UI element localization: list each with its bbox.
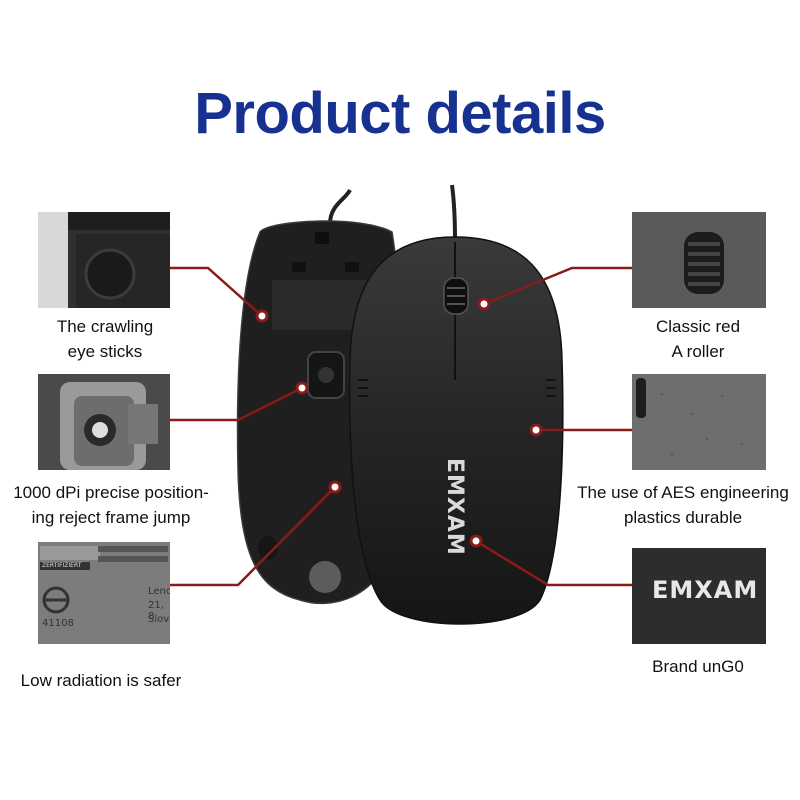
caption-brand: Brand unG0 <box>610 654 786 679</box>
caption-line: 1000 dPi precise position- <box>13 483 209 502</box>
caption-line: The crawling <box>56 317 154 336</box>
certification-label-photo: Leno 21, 8 Slova 41108 ZERTIFIZIERT <box>38 542 170 644</box>
brand-logo-text: EMXAM <box>652 576 759 604</box>
caption-line: eye sticks <box>67 342 143 361</box>
callout-dot-radiation <box>328 480 342 494</box>
caption-line: ing reject frame jump <box>31 508 191 527</box>
caption-classic-roller: Classic red A roller <box>610 314 786 364</box>
caption-aes-plastics: The use of AES engineering plastics dura… <box>566 480 800 530</box>
caption-line: Brand unG0 <box>652 657 744 676</box>
callout-dot-feet <box>255 309 269 323</box>
caption-dpi-precision: 1000 dPi precise position- ing reject fr… <box>0 480 222 530</box>
callout-line-wheel <box>483 266 632 306</box>
page-title: Product details <box>194 81 606 146</box>
caption-line: A roller <box>671 342 725 361</box>
label-text-country: Slova <box>148 614 170 625</box>
callout-line-radiation <box>170 486 336 587</box>
caption-line: Classic red <box>655 317 741 336</box>
label-text-address: 21, 8 <box>148 600 164 622</box>
label-text-leno: Leno <box>148 586 170 597</box>
callout-dot-texture <box>529 423 543 437</box>
feet-closeup-photo <box>38 212 170 308</box>
caption-crawling-eye-sticks: The crawling eye sticks <box>20 314 190 364</box>
mouse-brand-print: EMXAM <box>442 458 467 556</box>
label-text-cert: ZERTIFIZIERT <box>42 562 82 569</box>
callout-dot-brand <box>469 534 483 548</box>
caption-line: Low radiation is safer <box>20 671 182 690</box>
brand-logo-closeup-photo: EMXAM <box>632 548 766 644</box>
callout-line-feet <box>170 266 263 317</box>
scroll-wheel-closeup-photo <box>632 212 766 308</box>
texture-closeup-photo <box>632 374 766 470</box>
callout-line-brand <box>475 539 632 587</box>
sensor-closeup-photo <box>38 374 170 470</box>
caption-line: The use of AES engineering <box>577 483 789 502</box>
caption-low-radiation: Low radiation is safer <box>0 668 202 693</box>
label-text-code: 41108 <box>42 618 74 629</box>
callout-dot-sensor <box>295 381 309 395</box>
callout-line-sensor <box>170 386 303 422</box>
caption-line: plastics durable <box>623 508 743 527</box>
callout-dot-wheel <box>477 297 491 311</box>
mouse-top <box>348 236 564 625</box>
